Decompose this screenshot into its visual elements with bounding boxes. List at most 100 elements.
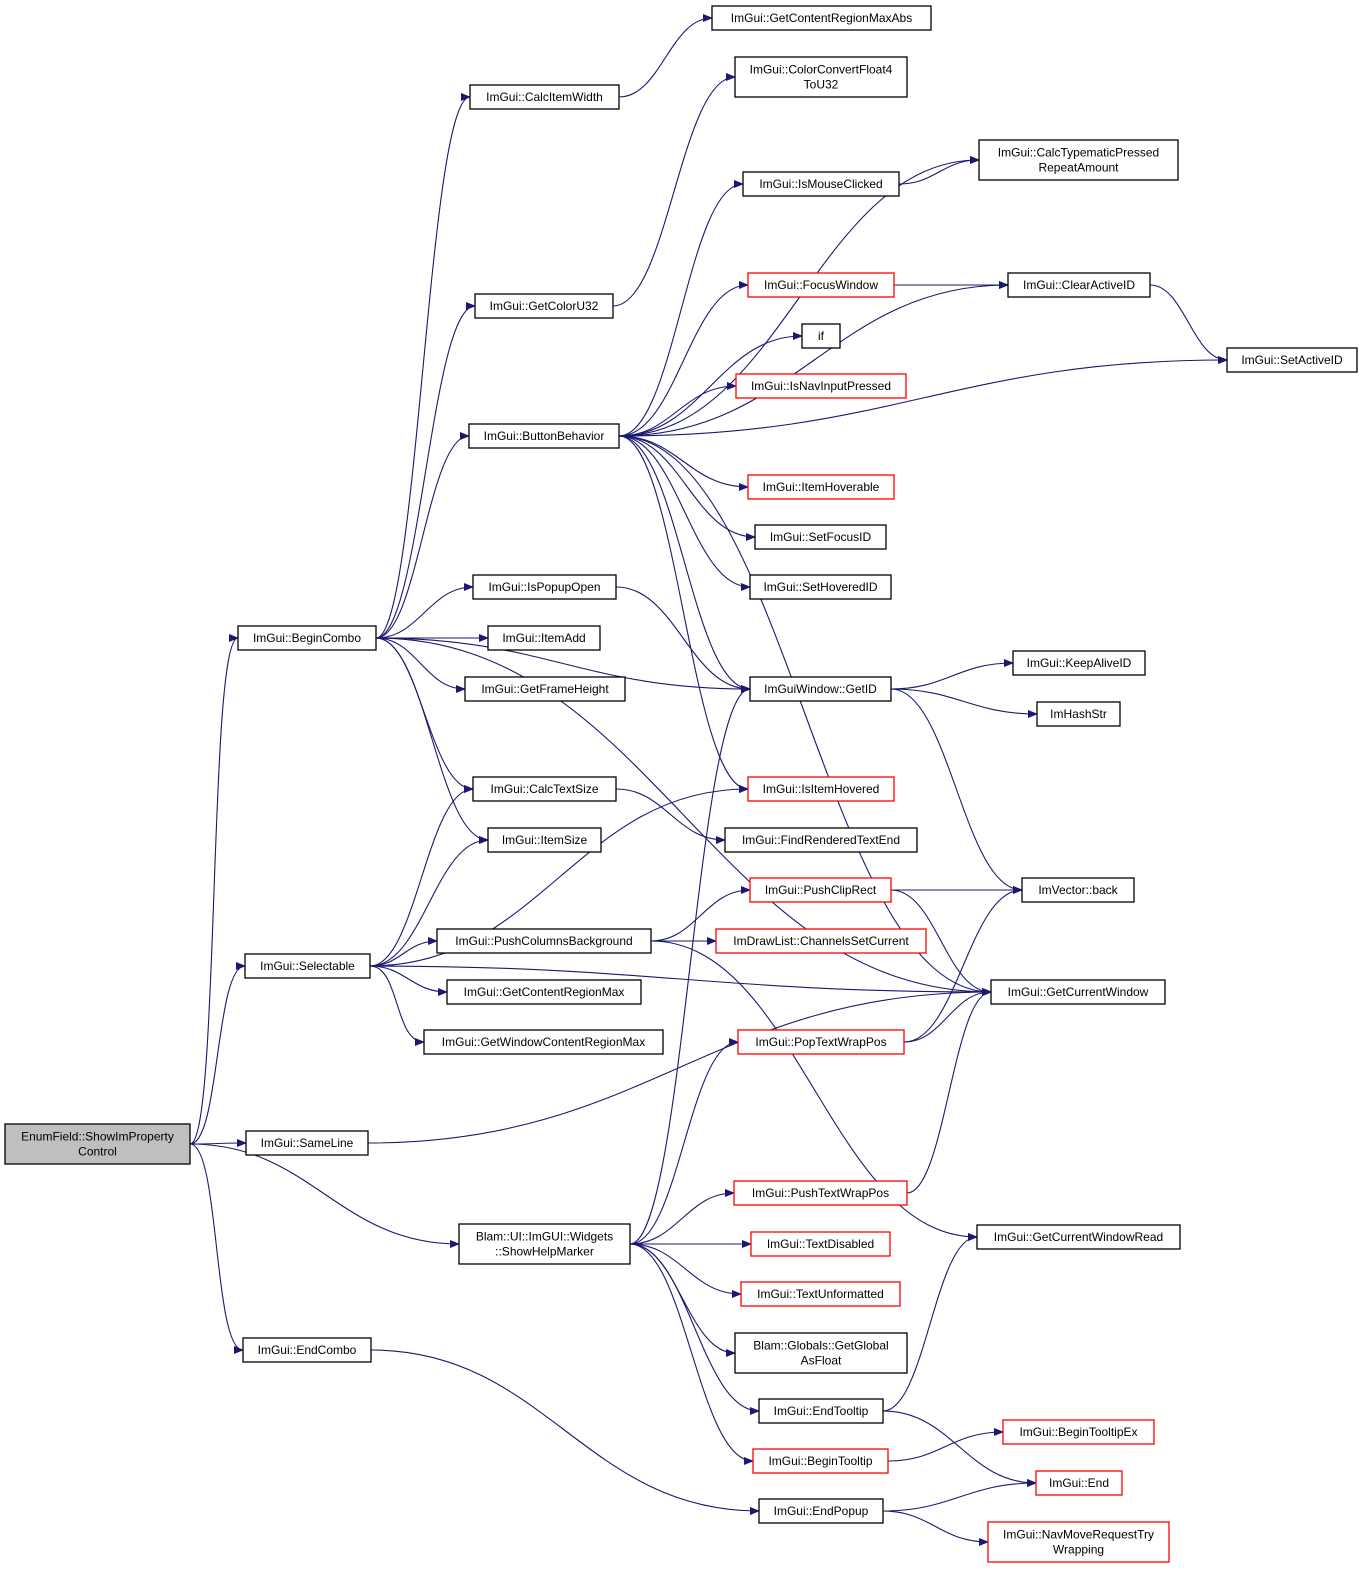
node-getcoloru32[interactable]: ImGui::GetColorU32 [474,293,614,319]
node-imhashstr[interactable]: ImHashStr [1036,701,1121,727]
node-box[interactable] [734,56,908,98]
node-box[interactable] [801,323,841,349]
node-box[interactable] [749,574,892,600]
node-isitemhovered[interactable]: ImGui::IsItemHovered [747,776,895,802]
node-itemsize[interactable]: ImGui::ItemSize [487,827,602,853]
node-begintooltip[interactable]: ImGui::BeginTooltip [752,1448,889,1474]
node-box[interactable] [1226,347,1358,373]
node-box[interactable] [468,423,620,449]
node-box[interactable] [1021,877,1135,903]
node-sethoveredid[interactable]: ImGui::SetHoveredID [749,574,892,600]
node-box[interactable] [1012,650,1146,676]
node-box[interactable] [978,139,1179,181]
node-box[interactable] [990,979,1166,1005]
node-calctextsize[interactable]: ImGui::CalcTextSize [472,776,617,802]
node-box[interactable] [472,776,617,802]
node-end[interactable]: ImGui::End [1035,1470,1123,1496]
node-box[interactable] [244,953,371,979]
node-pushtextwrappos[interactable]: ImGui::PushTextWrapPos [733,1180,908,1206]
node-box[interactable] [737,1029,905,1055]
node-box[interactable] [715,928,927,954]
node-box[interactable] [487,827,602,853]
node-itemhoverable[interactable]: ImGui::ItemHoverable [747,474,895,500]
node-box[interactable] [711,5,932,31]
node-ispopupopen[interactable]: ImGui::IsPopupOpen [472,574,617,600]
node-box[interactable] [245,1130,369,1156]
node-endtooltip[interactable]: ImGui::EndTooltip [758,1398,884,1424]
node-box[interactable] [1007,272,1151,298]
node-box[interactable] [724,827,918,853]
node-box[interactable] [987,1521,1170,1563]
node-box[interactable] [237,625,377,651]
node-keepaliveid[interactable]: ImGui::KeepAliveID [1012,650,1146,676]
node-getid[interactable]: ImGuiWindow::GetID [749,676,892,702]
node-pushcliprect[interactable]: ImGui::PushClipRect [749,877,892,903]
node-box[interactable] [436,928,652,954]
node-getcurrentwindowread[interactable]: ImGui::GetCurrentWindowRead [976,1224,1181,1250]
node-sameline[interactable]: ImGui::SameLine [245,1130,369,1156]
node-box[interactable] [1036,701,1121,727]
node-box[interactable] [458,1223,631,1265]
node-begincombo[interactable]: ImGui::BeginCombo [237,625,377,651]
node-endpopup[interactable]: ImGui::EndPopup [758,1498,884,1524]
node-begintooltipex[interactable]: ImGui::BeginTooltipEx [1002,1419,1155,1445]
node-box[interactable] [758,1498,884,1524]
node-getcontentregionmaxabs[interactable]: ImGui::GetContentRegionMaxAbs [711,5,932,31]
node-findrenderedtextend[interactable]: ImGui::FindRenderedTextEnd [724,827,918,853]
node-box[interactable] [758,1398,884,1424]
node-isnavinputpressed[interactable]: ImGui::IsNavInputPressed [735,373,907,399]
node-box[interactable] [742,171,900,197]
node-box[interactable] [472,574,617,600]
node-box[interactable] [735,373,907,399]
node-getframeheight[interactable]: ImGui::GetFrameHeight [464,676,626,702]
node-selectable[interactable]: ImGui::Selectable [244,953,371,979]
node-textunformatted[interactable]: ImGui::TextUnformatted [740,1281,901,1307]
node-if[interactable]: if [801,323,841,349]
node-box[interactable] [1035,1470,1123,1496]
node-getcontentregionmax[interactable]: ImGui::GetContentRegionMax [446,979,642,1005]
node-box[interactable] [747,272,895,298]
node-box[interactable] [749,676,892,702]
node-box[interactable] [733,1180,908,1206]
node-poptextwrappos[interactable]: ImGui::PopTextWrapPos [737,1029,905,1055]
node-calcitemwidth[interactable]: ImGui::CalcItemWidth [469,84,620,110]
node-box[interactable] [474,293,614,319]
node-buttonbehavior[interactable]: ImGui::ButtonBehavior [468,423,620,449]
node-ismouseclicked[interactable]: ImGui::IsMouseClicked [742,171,900,197]
node-box[interactable] [747,776,895,802]
node-box[interactable] [747,474,895,500]
node-box[interactable] [1002,1419,1155,1445]
node-imvectorback[interactable]: ImVector::back [1021,877,1135,903]
node-textdisabled[interactable]: ImGui::TextDisabled [750,1231,891,1257]
node-box[interactable] [242,1337,372,1363]
node-box[interactable] [487,625,601,651]
node-box[interactable] [750,1231,891,1257]
node-clearactiveid[interactable]: ImGui::ClearActiveID [1007,272,1151,298]
node-box[interactable] [4,1123,191,1165]
node-getwindowcontentregionmax[interactable]: ImGui::GetWindowContentRegionMax [423,1029,664,1055]
node-getcurrentwindow[interactable]: ImGui::GetCurrentWindow [990,979,1166,1005]
node-channelssetcurrent[interactable]: ImDrawList::ChannelsSetCurrent [715,928,927,954]
node-endcombo[interactable]: ImGui::EndCombo [242,1337,372,1363]
node-showhelpmarker[interactable]: Blam::UI::ImGUI::Widgets::ShowHelpMarker [458,1223,631,1265]
node-box[interactable] [976,1224,1181,1250]
node-focuswindow[interactable]: ImGui::FocusWindow [747,272,895,298]
node-box[interactable] [464,676,626,702]
node-pushcolumnsbackground[interactable]: ImGui::PushColumnsBackground [436,928,652,954]
node-box[interactable] [754,524,887,550]
node-setactiveid[interactable]: ImGui::SetActiveID [1226,347,1358,373]
node-setfocusid[interactable]: ImGui::SetFocusID [754,524,887,550]
node-itemadd[interactable]: ImGui::ItemAdd [487,625,601,651]
node-box[interactable] [749,877,892,903]
node-box[interactable] [752,1448,889,1474]
node-box[interactable] [740,1281,901,1307]
node-box[interactable] [734,1332,908,1374]
node-box[interactable] [423,1029,664,1055]
node-box[interactable] [446,979,642,1005]
node-box[interactable] [469,84,620,110]
